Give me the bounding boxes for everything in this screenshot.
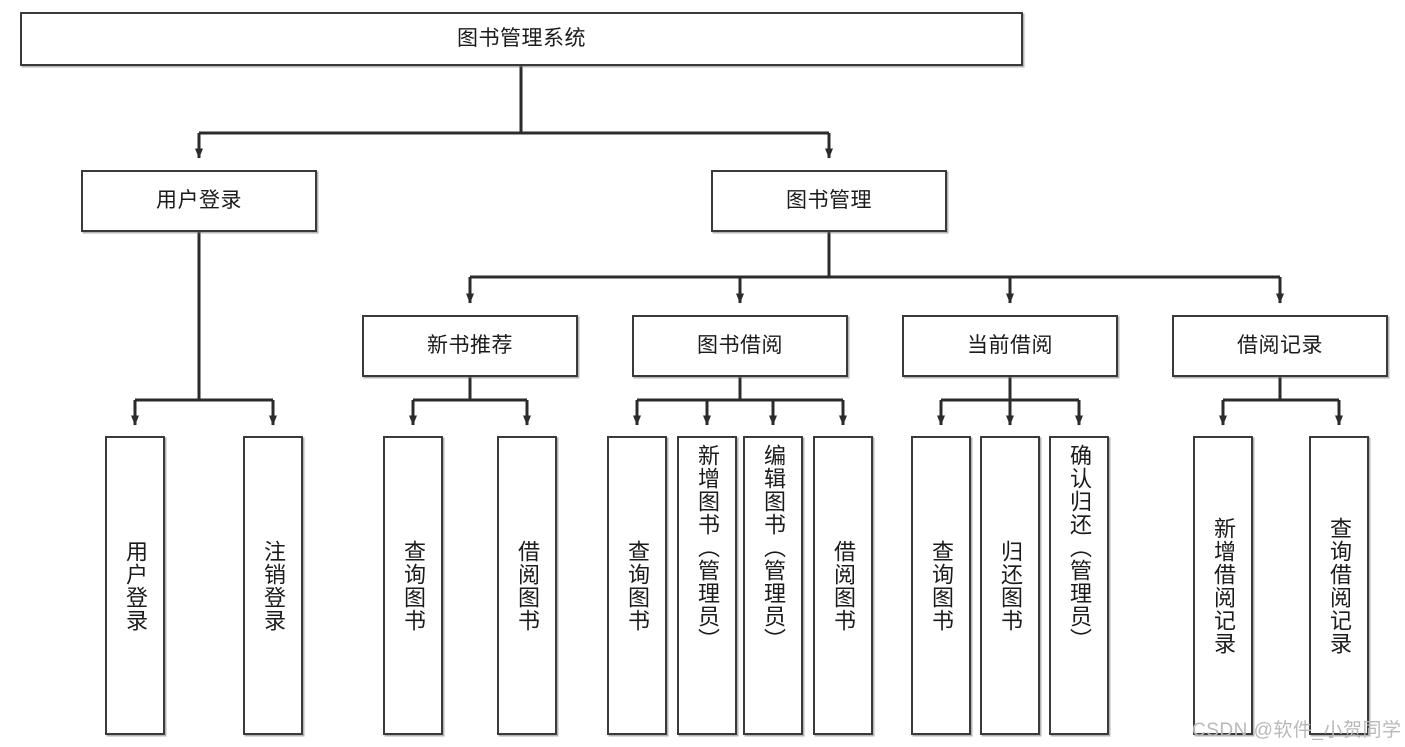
node-label: 查询图书 xyxy=(624,539,650,632)
node-book-management[interactable]: 图书管理 xyxy=(711,170,947,232)
leaf-book-borrow-add-book-admin[interactable]: 新增图书（管理员） xyxy=(677,436,737,735)
leaf-new-book-query-book[interactable]: 查询图书 xyxy=(383,436,443,735)
node-label: 图书管理 xyxy=(786,188,872,212)
node-label: 新增图书（管理员） xyxy=(694,444,720,651)
csdn-watermark: CSDN @软件_小贺同学 xyxy=(1192,720,1402,741)
node-book-borrow[interactable]: 图书借阅 xyxy=(632,315,848,377)
node-label: 归还图书 xyxy=(997,539,1023,632)
node-label: 借阅图书 xyxy=(514,539,540,632)
node-label: 注销登录 xyxy=(260,539,286,632)
node-label: 借阅记录 xyxy=(1237,333,1323,357)
node-borrow-records[interactable]: 借阅记录 xyxy=(1172,315,1388,377)
node-label: 编辑图书（管理员） xyxy=(760,444,786,651)
leaf-borrow-records-add-record[interactable]: 新增借阅记录 xyxy=(1193,436,1253,735)
node-label: 用户登录 xyxy=(156,188,242,212)
leaf-user-login-logout[interactable]: 注销登录 xyxy=(243,436,303,735)
leaf-book-borrow-query-book[interactable]: 查询图书 xyxy=(607,436,667,735)
node-label: 用户登录 xyxy=(122,539,148,632)
node-label: 新增借阅记录 xyxy=(1210,516,1236,655)
node-label: 确认归还（管理员） xyxy=(1066,444,1092,651)
leaf-current-borrow-return-book[interactable]: 归还图书 xyxy=(980,436,1040,735)
leaf-borrow-records-query-record[interactable]: 查询借阅记录 xyxy=(1309,436,1369,735)
node-label: 图书管理系统 xyxy=(457,26,586,50)
node-root-book-management-system[interactable]: 图书管理系统 xyxy=(20,12,1023,66)
node-label: 图书借阅 xyxy=(697,333,783,357)
leaf-user-login-login[interactable]: 用户登录 xyxy=(105,436,165,735)
node-label: 查询图书 xyxy=(400,539,426,632)
node-label: 新书推荐 xyxy=(427,333,513,357)
node-user-login[interactable]: 用户登录 xyxy=(81,170,317,232)
leaf-book-borrow-edit-book-admin[interactable]: 编辑图书（管理员） xyxy=(743,436,803,735)
node-label: 当前借阅 xyxy=(967,333,1053,357)
leaf-current-borrow-confirm-return-admin[interactable]: 确认归还（管理员） xyxy=(1049,436,1109,735)
leaf-book-borrow-borrow-book[interactable]: 借阅图书 xyxy=(813,436,873,735)
node-label: 查询图书 xyxy=(928,539,954,632)
node-current-borrow[interactable]: 当前借阅 xyxy=(902,315,1118,377)
node-new-book-recommend[interactable]: 新书推荐 xyxy=(362,315,578,377)
node-label: 借阅图书 xyxy=(830,539,856,632)
leaf-current-borrow-query-book[interactable]: 查询图书 xyxy=(911,436,971,735)
leaf-new-book-borrow-book[interactable]: 借阅图书 xyxy=(497,436,557,735)
node-label: 查询借阅记录 xyxy=(1326,516,1352,655)
